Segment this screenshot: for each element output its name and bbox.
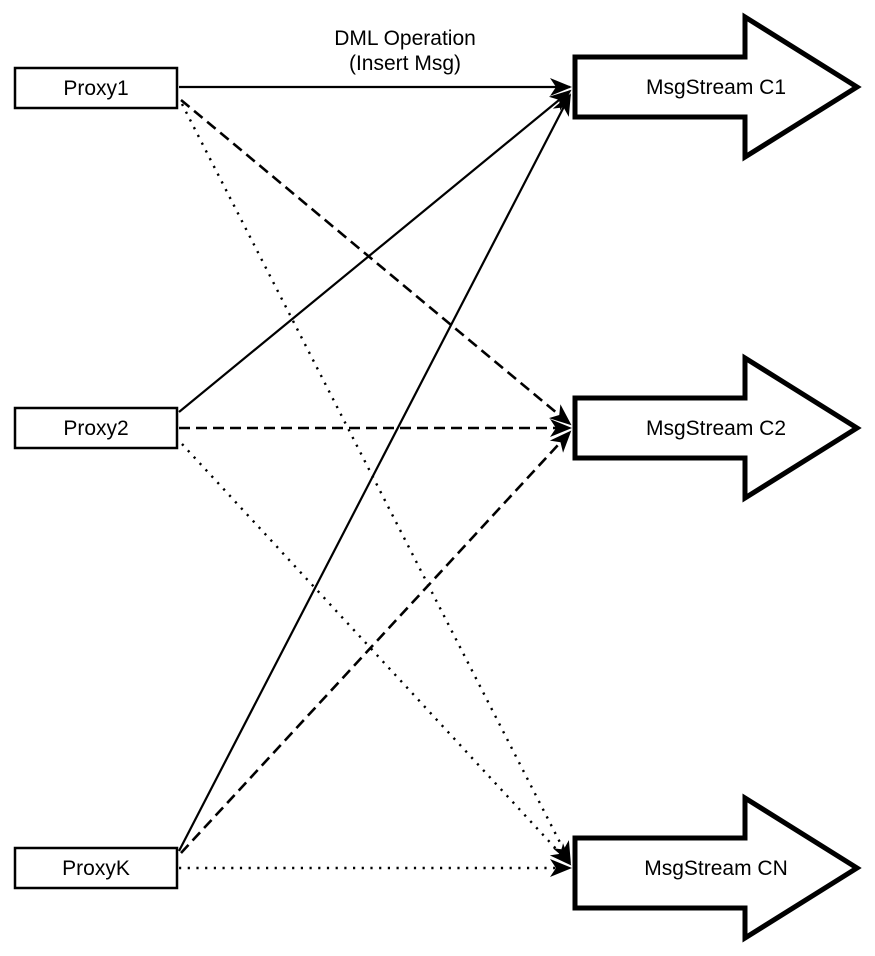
msgstream-c2-label: MsgStream C2 xyxy=(646,417,786,440)
proxy1-box xyxy=(13,66,179,110)
msgstream-cn-label: MsgStream CN xyxy=(644,857,788,880)
proxyk-label: ProxyK xyxy=(62,857,130,880)
edge-proxy2-cn xyxy=(181,443,572,866)
msgstream-cn-node: MsgStream CN xyxy=(572,793,862,943)
msgstream-c1-node: MsgStream C1 xyxy=(572,12,862,162)
edge-title: DML Operation (Insert Msg) xyxy=(334,27,476,75)
edge-proxyk-c1 xyxy=(178,93,571,852)
proxy1-node: Proxy1 xyxy=(13,66,179,110)
msgstream-c1-label: MsgStream C1 xyxy=(646,76,786,99)
edge-proxyk-c2 xyxy=(180,430,572,854)
edge-proxy1-cn xyxy=(180,103,572,864)
msgstream-c1-arrow xyxy=(572,12,862,162)
msgstream-c2-node: MsgStream C2 xyxy=(572,353,862,503)
proxyk-box xyxy=(13,846,179,890)
edge-title-line2: (Insert Msg) xyxy=(349,52,461,75)
proxyk-node: ProxyK xyxy=(13,846,179,890)
proxy2-node: Proxy2 xyxy=(13,406,179,450)
edge-proxy1-c2 xyxy=(180,99,572,426)
proxy2-box xyxy=(13,406,179,450)
proxy1-label: Proxy1 xyxy=(63,77,128,100)
edge-proxy2-c1 xyxy=(178,89,572,413)
msgstream-cn-arrow xyxy=(572,793,862,943)
msgstream-c2-arrow xyxy=(572,353,862,503)
proxy2-label: Proxy2 xyxy=(63,417,128,440)
edge-title-line1: DML Operation xyxy=(334,27,476,50)
